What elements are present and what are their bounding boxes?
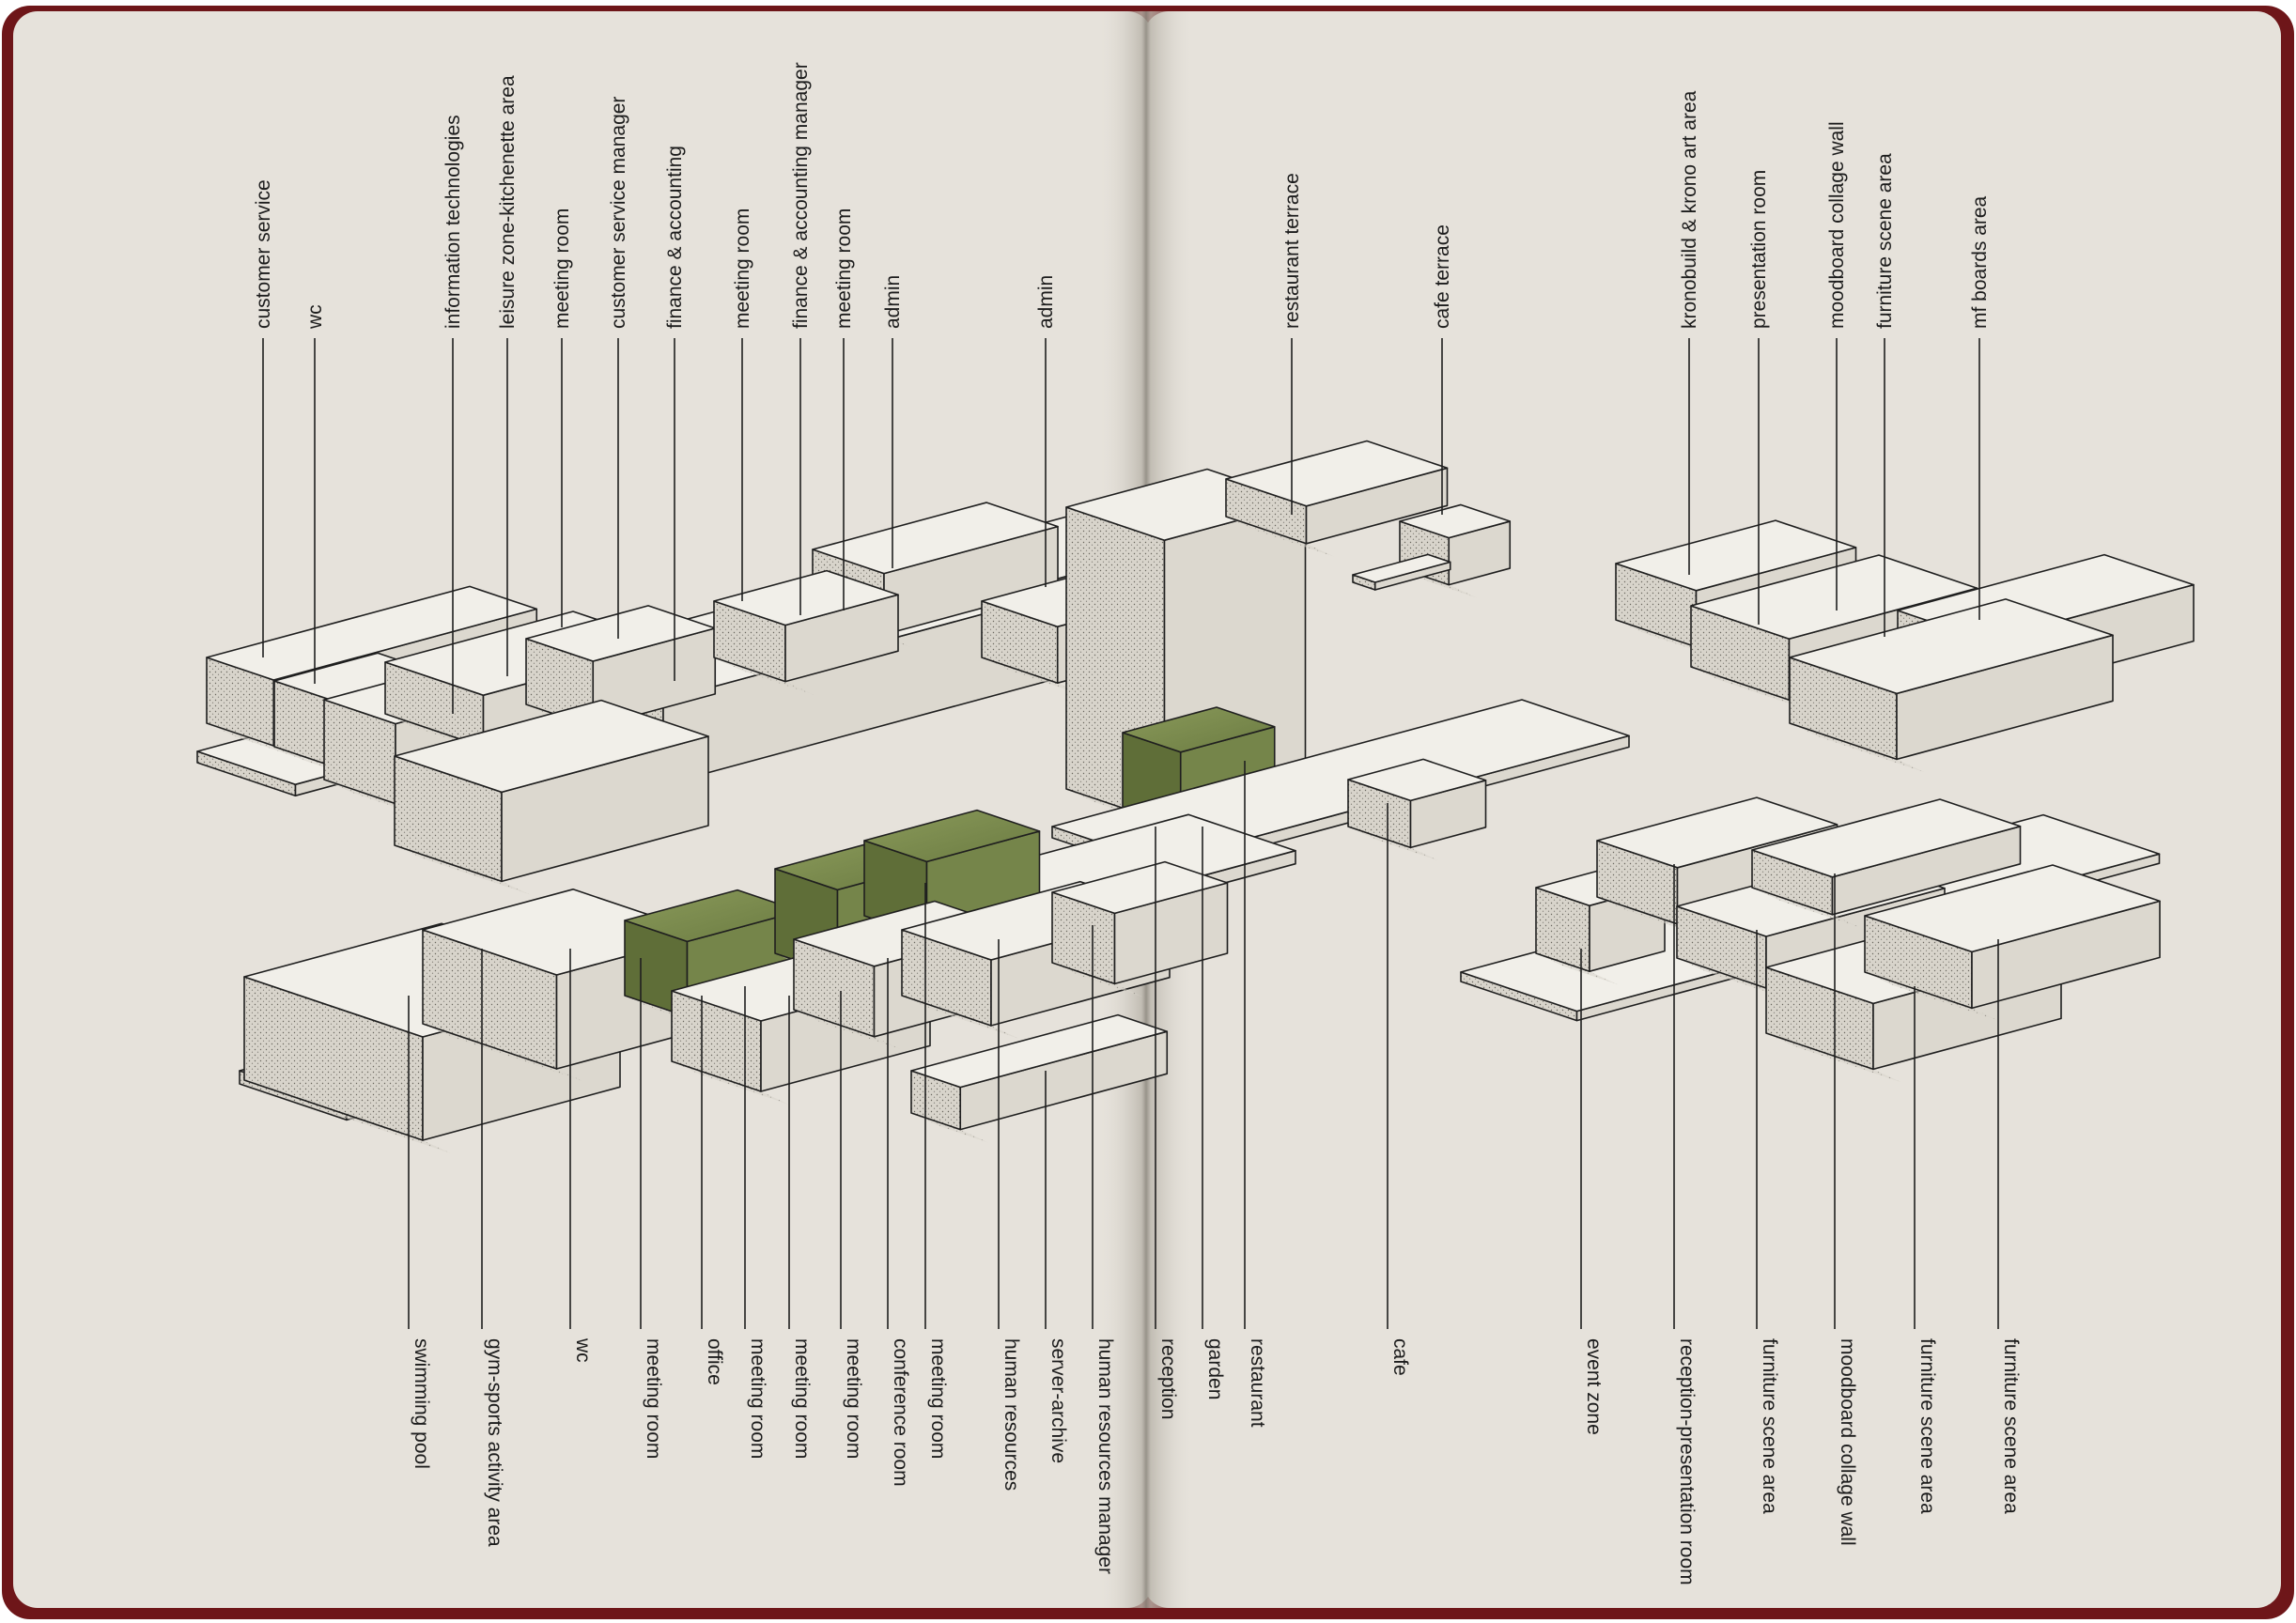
bottom-label-23: furniture scene area <box>1997 939 2022 1514</box>
top-label-12-text: admin <box>1035 275 1057 329</box>
bottom-label-1: swimming pool <box>408 996 432 1469</box>
bottom-label-1-text: swimming pool <box>411 1338 432 1469</box>
meeting-block-upper <box>525 605 717 740</box>
hr-manager-block <box>1051 860 1229 997</box>
cafe-block <box>1347 758 1487 861</box>
top-label-3: information technologies <box>442 115 464 714</box>
top-label-18-text: furniture scene area <box>1874 153 1896 329</box>
moodboard-block <box>1751 798 2022 928</box>
bottom-label-2-text: gym-sports activity area <box>484 1338 505 1547</box>
top-label-6-text: customer service manager <box>608 97 629 329</box>
top-label-14-text: cafe terrace <box>1432 224 1453 329</box>
top-label-9: finance & accounting manager <box>790 62 812 615</box>
top-label-3-text: information technologies <box>442 115 464 329</box>
bottom-label-4: meeting room <box>640 958 664 1459</box>
bottom-label-17-text: cafe <box>1389 1338 1411 1376</box>
bottom-label-21: moodboard collage wall <box>1834 873 1858 1546</box>
bottom-label-21-text: moodboard collage wall <box>1837 1338 1858 1546</box>
bottom-label-20: furniture scene area <box>1756 930 1780 1514</box>
front-cs-block <box>394 699 709 895</box>
bottom-label-6: meeting room <box>744 986 768 1459</box>
top-label-5-text: meeting room <box>551 209 573 329</box>
top-label-1: customer service <box>253 179 274 657</box>
top-label-15: kronobuild & krono art area <box>1679 90 1700 575</box>
top-label-6: customer service manager <box>608 97 629 639</box>
bottom-label-15-text: garden <box>1204 1338 1226 1399</box>
top-label-2: wc <box>304 304 326 684</box>
top-label-8: meeting room <box>732 209 753 601</box>
bottom-label-8-text: meeting room <box>843 1338 864 1459</box>
bottom-label-22-text: furniture scene area <box>1916 1338 1938 1514</box>
top-label-17-text: moodboard collage wall <box>1826 121 1848 329</box>
top-label-7: finance & accounting <box>664 146 686 681</box>
bottom-label-2: gym-sports activity area <box>481 949 505 1547</box>
top-label-13: restaurant terrace <box>1281 173 1303 515</box>
bottom-label-16-text: restaurant <box>1247 1338 1268 1428</box>
top-label-17: moodboard collage wall <box>1826 121 1848 611</box>
top-label-2-text: wc <box>304 304 326 330</box>
top-label-19-text: mf boards area <box>1969 195 1991 329</box>
server-block <box>910 1013 1169 1143</box>
bottom-label-11: human resources <box>998 939 1022 1491</box>
top-label-4: leisure zone-kitchenette area <box>497 75 519 676</box>
furniture-block-top-front <box>1789 598 2114 773</box>
meeting-block-b <box>713 569 899 695</box>
bottom-label-5-text: office <box>704 1338 725 1385</box>
top-label-18: furniture scene area <box>1874 153 1896 637</box>
bottom-label-19: reception-presentation room <box>1673 864 1698 1585</box>
top-label-11-text: admin <box>882 275 904 329</box>
building-blocks <box>196 440 2195 1153</box>
bottom-label-6-text: meeting room <box>747 1338 768 1459</box>
labels-layer: customer service wc information technologi… <box>253 62 2022 1584</box>
top-label-10-text: meeting room <box>833 209 855 329</box>
top-label-16-text: presentation room <box>1748 170 1770 329</box>
top-label-14: cafe terrace <box>1432 224 1453 515</box>
bottom-label-16: restaurant <box>1244 761 1268 1428</box>
bottom-label-15: garden <box>1202 827 1226 1399</box>
top-label-10: meeting room <box>833 209 855 611</box>
bottom-label-12-text: server-archive <box>1047 1338 1069 1463</box>
bottom-label-4-text: meeting room <box>643 1338 664 1459</box>
top-label-12: admin <box>1035 275 1057 587</box>
top-label-9-text: finance & accounting manager <box>790 62 812 329</box>
top-label-16: presentation room <box>1748 170 1770 625</box>
bottom-label-11-text: human resources <box>1001 1338 1022 1491</box>
bottom-label-20-text: furniture scene area <box>1759 1338 1780 1514</box>
top-label-13-text: restaurant terrace <box>1281 173 1303 329</box>
bottom-label-18-text: event zone <box>1583 1338 1605 1435</box>
bottom-label-19-text: reception-presentation room <box>1676 1338 1698 1585</box>
bottom-label-8: meeting room <box>840 991 864 1459</box>
restaurant-plate <box>1352 553 1451 591</box>
bottom-label-7: meeting room <box>788 996 813 1459</box>
bottom-label-18: event zone <box>1580 949 1605 1435</box>
bottom-label-3-text: wc <box>572 1337 594 1363</box>
bottom-label-14: reception <box>1155 827 1179 1419</box>
bottom-label-10: meeting room <box>924 883 949 1459</box>
top-label-19: mf boards area <box>1969 195 1991 620</box>
bottom-label-22: furniture scene area <box>1914 986 1938 1514</box>
bottom-label-12: server-archive <box>1045 1071 1069 1463</box>
top-label-11: admin <box>882 275 904 568</box>
restaurant-terrace <box>1225 440 1449 557</box>
bottom-label-14-text: reception <box>1157 1338 1179 1419</box>
top-label-15-text: kronobuild & krono art area <box>1679 90 1700 329</box>
bottom-label-13: human resources manager <box>1092 925 1116 1574</box>
bottom-label-10-text: meeting room <box>927 1338 949 1459</box>
top-label-1-text: customer service <box>253 179 274 329</box>
bottom-label-5: office <box>701 996 725 1385</box>
bottom-label-17: cafe <box>1387 803 1411 1376</box>
top-label-8-text: meeting room <box>732 209 753 329</box>
top-label-7-text: finance & accounting <box>664 146 686 329</box>
bottom-label-7-text: meeting room <box>791 1338 813 1459</box>
bottom-label-23-text: furniture scene area <box>2000 1338 2022 1514</box>
bottom-label-9: conference room <box>887 958 911 1487</box>
bottom-label-13-text: human resources manager <box>1094 1338 1116 1574</box>
top-label-4-text: leisure zone-kitchenette area <box>497 75 519 329</box>
top-label-5: meeting room <box>551 209 573 627</box>
bottom-label-3: wc <box>569 949 594 1363</box>
furniture-block-right <box>1864 864 2161 1022</box>
bottom-label-9-text: conference room <box>890 1338 911 1487</box>
